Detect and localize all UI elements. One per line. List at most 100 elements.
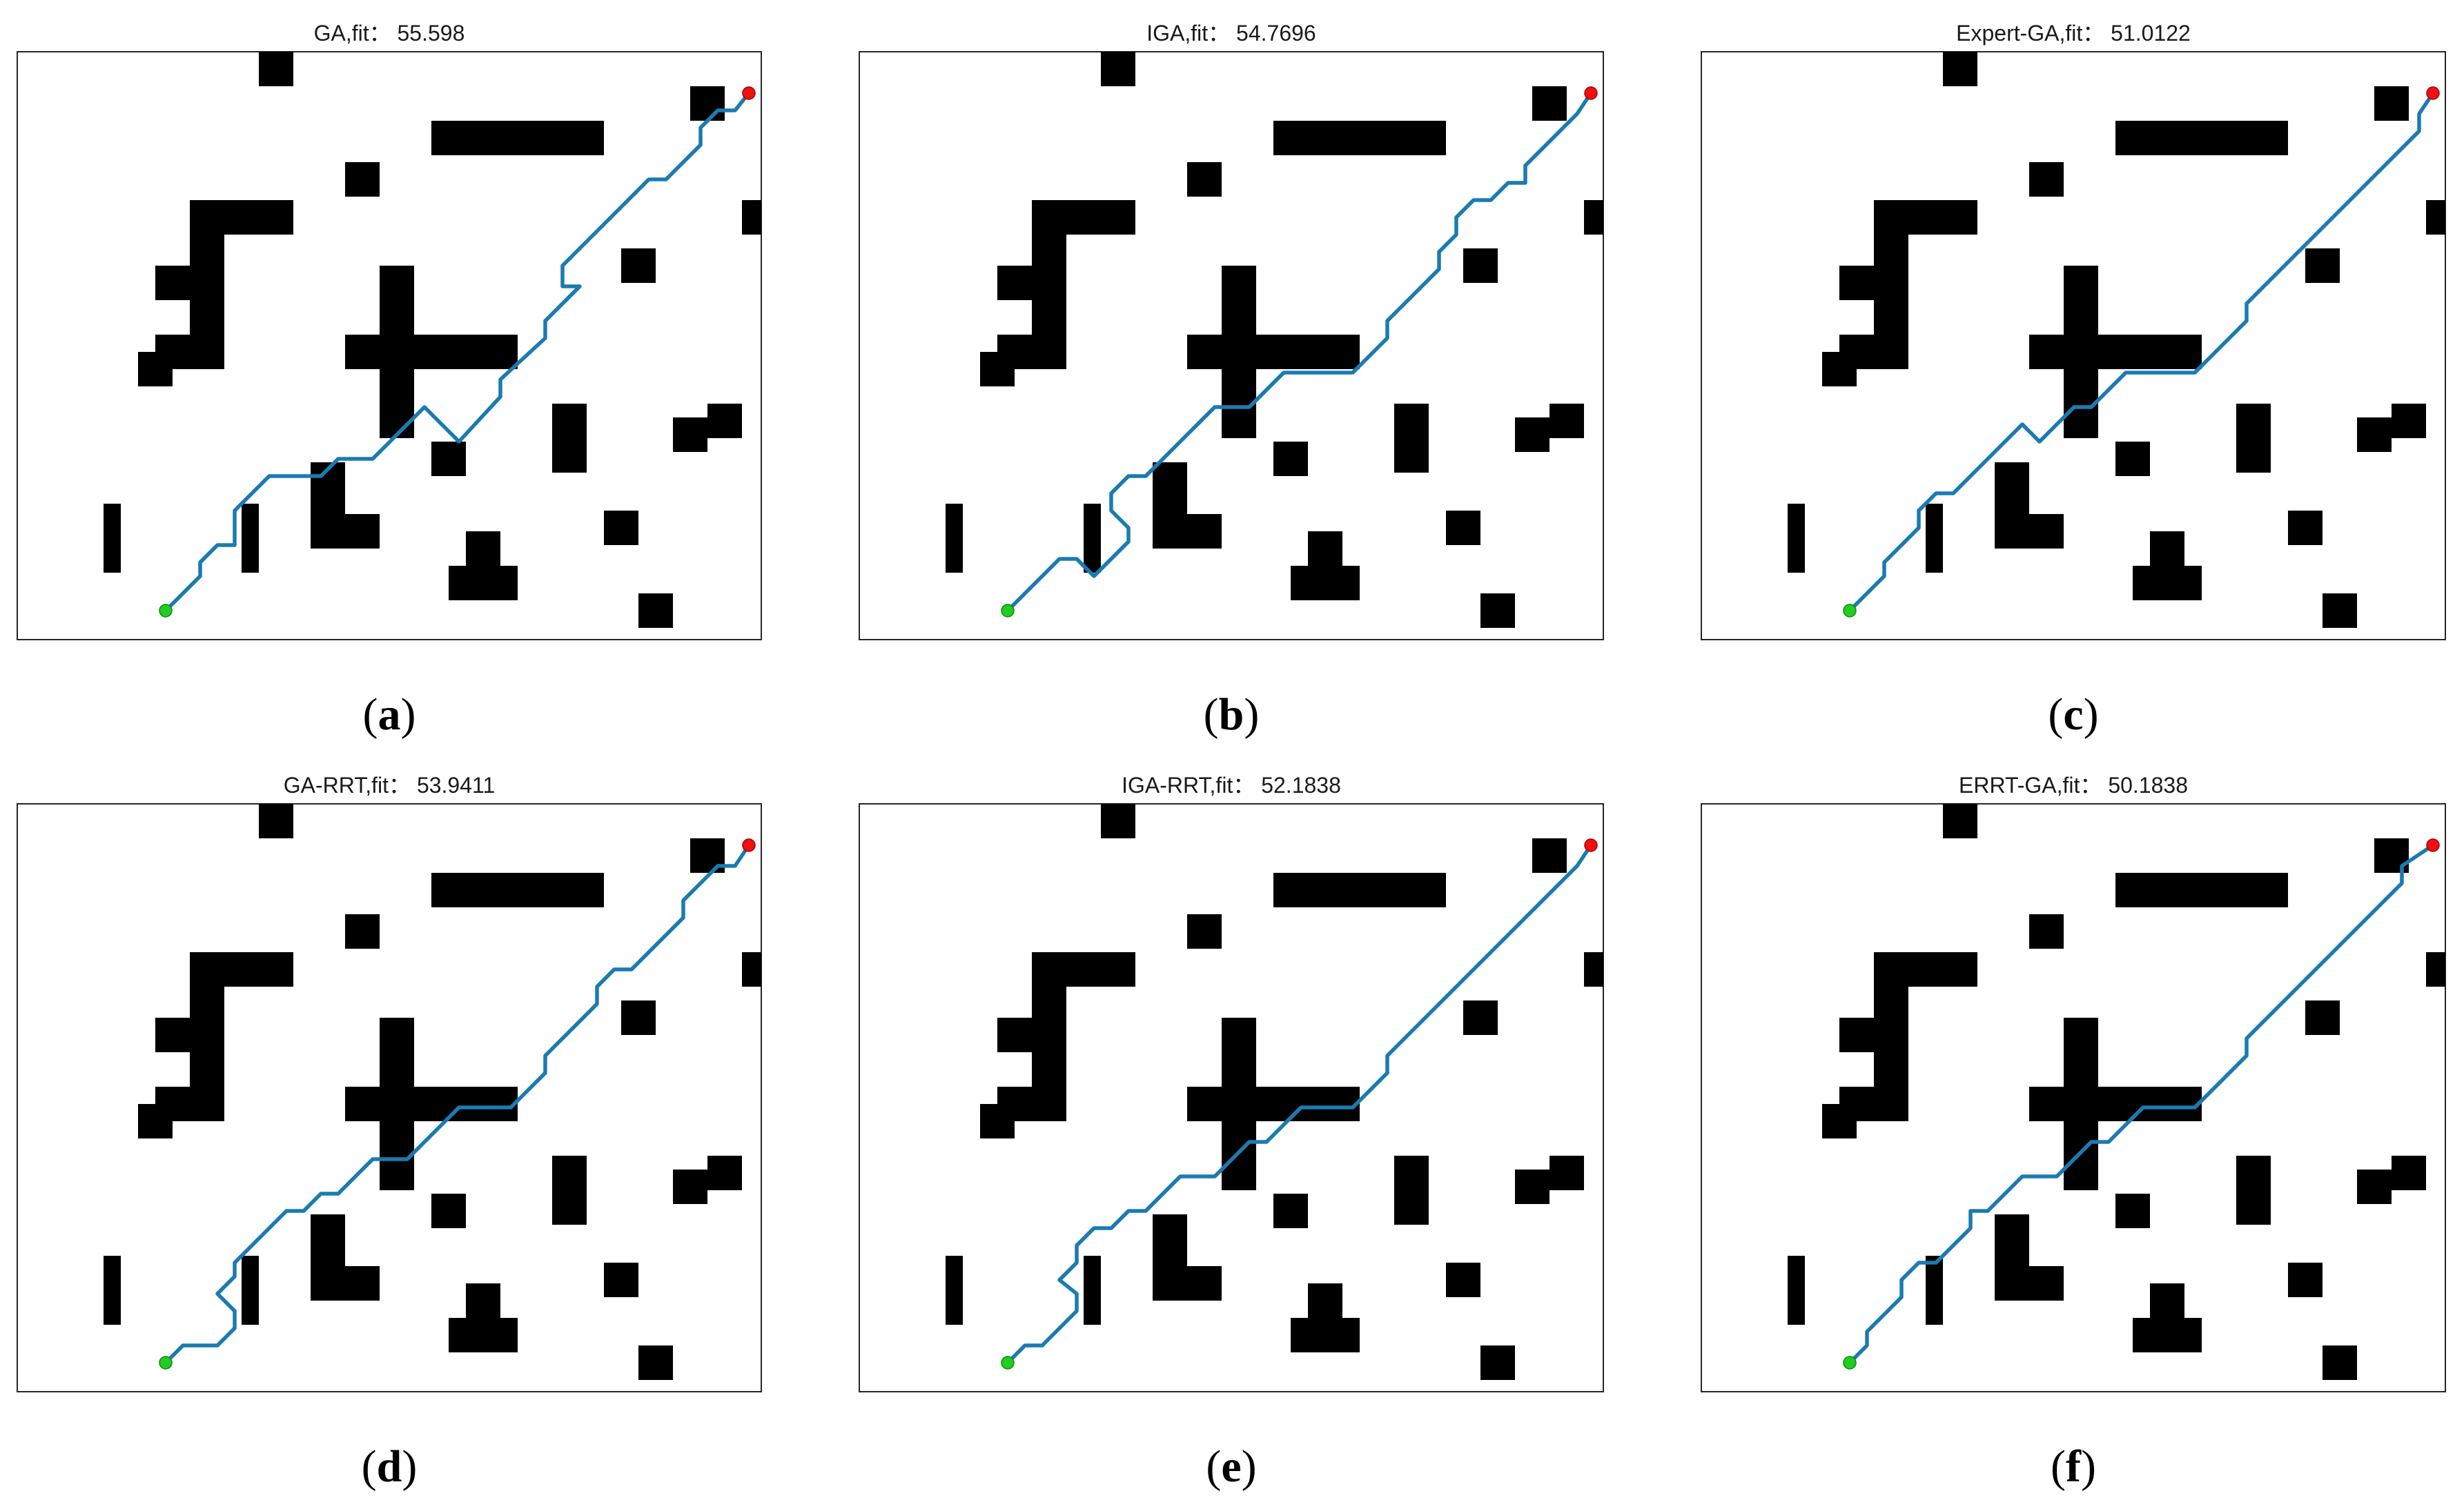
caption-letter: e bbox=[1221, 1441, 1241, 1492]
caption-letter: f bbox=[2066, 1441, 2082, 1492]
obstacle bbox=[1874, 200, 1977, 235]
obstacle bbox=[1153, 462, 1187, 514]
obstacle bbox=[1101, 804, 1135, 838]
obstacle bbox=[1822, 1104, 1857, 1138]
obstacle bbox=[1084, 1256, 1101, 1325]
start-point bbox=[1843, 604, 1857, 618]
panel-caption: (f) bbox=[2051, 1441, 2096, 1492]
obstacle bbox=[742, 952, 761, 987]
obstacle bbox=[604, 1263, 638, 1297]
obstacle bbox=[1291, 1318, 1360, 1352]
obstacle bbox=[2236, 1156, 2271, 1225]
obstacle bbox=[604, 511, 638, 545]
obstacle bbox=[449, 1318, 518, 1352]
obstacle bbox=[1995, 462, 2029, 514]
obstacle bbox=[1874, 235, 1908, 338]
obstacle bbox=[311, 1266, 380, 1301]
obstacle bbox=[431, 442, 466, 476]
obstacle bbox=[1874, 952, 1977, 987]
obstacle bbox=[1532, 86, 1567, 121]
goal-point bbox=[1584, 86, 1598, 100]
panel-d: GA-RRT,fit： 53.9411 (d) bbox=[17, 773, 762, 1492]
obstacle bbox=[190, 200, 293, 235]
obstacle bbox=[431, 121, 604, 155]
obstacle bbox=[1943, 804, 1977, 838]
obstacle bbox=[1032, 235, 1066, 338]
obstacle bbox=[1187, 914, 1222, 949]
start-point bbox=[159, 1356, 173, 1370]
panel-caption: (b) bbox=[1204, 689, 1260, 740]
obstacle bbox=[2133, 1318, 2202, 1352]
obstacle bbox=[997, 266, 1032, 300]
obstacle bbox=[345, 335, 518, 369]
obstacle bbox=[1308, 531, 1342, 566]
obstacle bbox=[1273, 442, 1308, 476]
obstacle bbox=[345, 162, 380, 197]
obstacle bbox=[2288, 511, 2323, 545]
obstacle bbox=[190, 987, 224, 1090]
obstacle bbox=[1153, 1214, 1187, 1266]
panel-e: IGA-RRT,fit： 52.1838(e) bbox=[859, 773, 1604, 1492]
obstacle bbox=[190, 952, 293, 987]
goal-point bbox=[2426, 86, 2440, 100]
obstacle bbox=[1187, 335, 1360, 369]
planned-path bbox=[1006, 843, 1593, 1365]
obstacle bbox=[1446, 511, 1480, 545]
obstacle bbox=[190, 235, 224, 338]
obstacle bbox=[2426, 952, 2445, 987]
obstacle bbox=[1032, 952, 1135, 987]
obstacle bbox=[1549, 1156, 1584, 1190]
obstacle bbox=[2323, 1345, 2357, 1380]
obstacle bbox=[1084, 504, 1101, 573]
goal-point bbox=[742, 86, 756, 100]
obstacle bbox=[2029, 335, 2202, 369]
obstacle bbox=[1032, 200, 1135, 235]
panel-b: IGA,fit： 54.7696(b) bbox=[859, 21, 1604, 740]
panel-title: IGA-RRT,fit： 52.1838 bbox=[1122, 773, 1341, 798]
obstacle bbox=[2374, 86, 2409, 121]
obstacle bbox=[1273, 121, 1446, 155]
obstacle bbox=[621, 1000, 656, 1035]
obstacle bbox=[2288, 1263, 2323, 1297]
obstacle bbox=[638, 593, 673, 628]
obstacle bbox=[2357, 417, 2392, 452]
panel-a: GA,fit： 55.598(a) bbox=[17, 21, 762, 740]
obstacle bbox=[1515, 417, 1549, 452]
obstacle bbox=[980, 352, 1015, 386]
obstacle bbox=[1584, 952, 1603, 987]
obstacle bbox=[1463, 248, 1498, 283]
obstacle bbox=[673, 1170, 707, 1204]
obstacle bbox=[1839, 1018, 1874, 1052]
obstacle bbox=[707, 404, 742, 438]
panel-title: GA-RRT,fit： 53.9411 bbox=[284, 773, 496, 798]
obstacle bbox=[2305, 248, 2340, 283]
obstacle bbox=[2115, 442, 2150, 476]
caption-letter: a bbox=[378, 689, 401, 740]
panel-caption: (d) bbox=[362, 1441, 418, 1492]
obstacle bbox=[1153, 514, 1222, 549]
obstacle bbox=[1153, 1266, 1222, 1301]
goal-point bbox=[2426, 838, 2440, 852]
obstacle bbox=[431, 873, 604, 907]
obstacle bbox=[138, 352, 173, 386]
obstacle bbox=[138, 1104, 173, 1138]
obstacle bbox=[155, 1018, 190, 1052]
panel-caption: (c) bbox=[2048, 689, 2098, 740]
obstacle bbox=[1839, 266, 1874, 300]
obstacle bbox=[1446, 1263, 1480, 1297]
obstacle bbox=[259, 52, 293, 86]
obstacle bbox=[946, 504, 963, 573]
obstacle bbox=[466, 1283, 500, 1318]
obstacle bbox=[1943, 52, 1977, 86]
obstacle bbox=[638, 1345, 673, 1380]
obstacle bbox=[980, 1104, 1015, 1138]
obstacle bbox=[1032, 987, 1066, 1090]
goal-point bbox=[742, 838, 756, 852]
obstacle bbox=[1874, 987, 1908, 1090]
obstacle bbox=[2029, 162, 2064, 197]
obstacle bbox=[1549, 404, 1584, 438]
obstacle bbox=[707, 1156, 742, 1190]
obstacle bbox=[2115, 873, 2288, 907]
obstacle bbox=[2029, 914, 2064, 949]
obstacle bbox=[621, 248, 656, 283]
